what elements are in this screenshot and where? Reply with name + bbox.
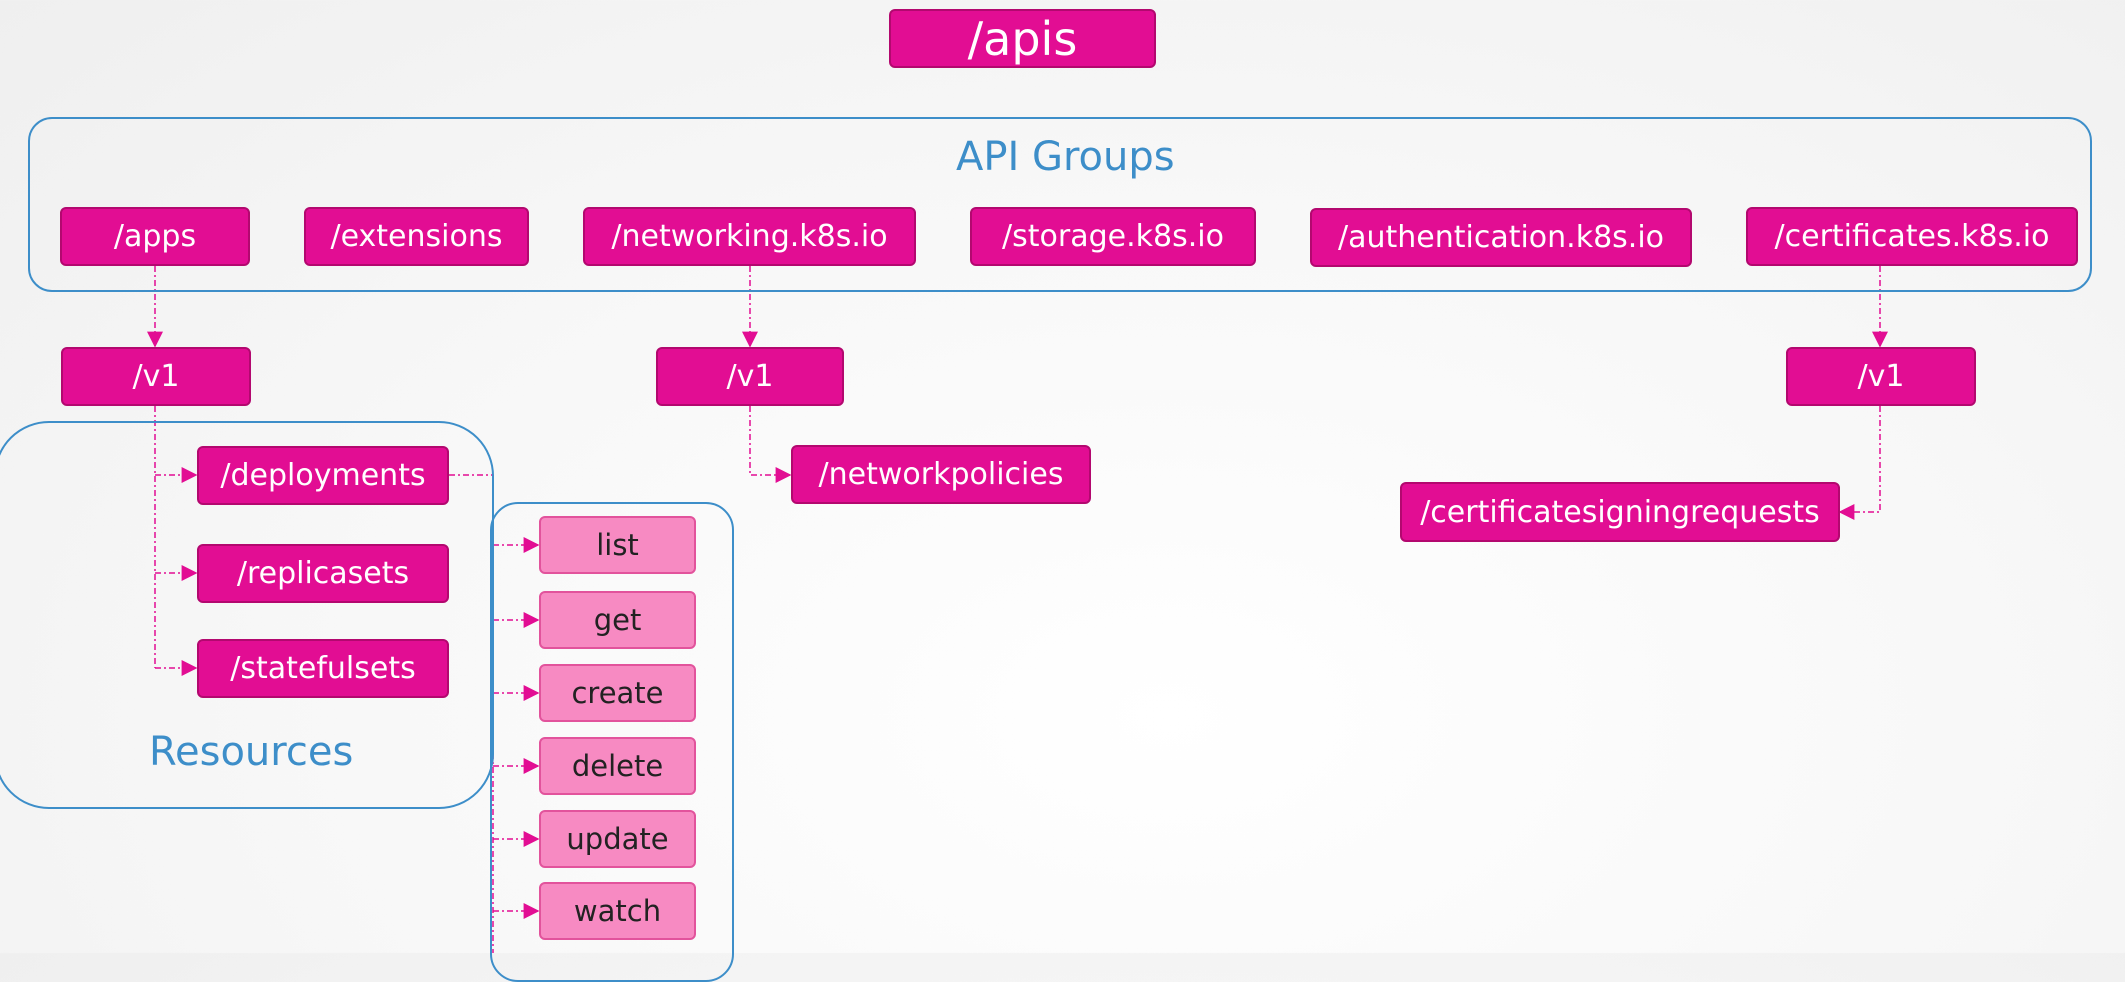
verb-create: create [539, 664, 696, 722]
group-authentication: /authentication.k8s.io [1310, 208, 1692, 267]
verb-list: list [539, 516, 696, 574]
resources-title: Resources [149, 729, 354, 775]
root-apis-node: /apis [889, 9, 1156, 68]
verb-get: get [539, 591, 696, 649]
verb-delete: delete [539, 737, 696, 795]
group-certificates: /certificates.k8s.io [1746, 207, 2078, 266]
group-storage: /storage.k8s.io [970, 207, 1256, 266]
api-groups-box [28, 117, 2092, 292]
group-extensions: /extensions [304, 207, 529, 266]
version-certificates-v1: /v1 [1786, 347, 1976, 406]
api-groups-title: API Groups [956, 134, 1175, 180]
resource-networkpolicies: /networkpolicies [791, 445, 1091, 504]
link-v1-csr [1838, 406, 1881, 520]
group-apps: /apps [60, 207, 250, 266]
verb-update: update [539, 810, 696, 868]
verb-watch: watch [539, 882, 696, 940]
version-apps-v1: /v1 [61, 347, 251, 406]
resource-deployments: /deployments [197, 446, 449, 505]
version-networking-v1: /v1 [656, 347, 844, 406]
resources-box [0, 421, 494, 809]
group-networking: /networking.k8s.io [583, 207, 916, 266]
resource-statefulsets: /statefulsets [197, 639, 449, 698]
resource-replicasets: /replicasets [197, 544, 449, 603]
link-v1-networkpolicies [749, 406, 792, 483]
resource-certificatesigningrequests: /certificatesigningrequests [1400, 482, 1840, 542]
